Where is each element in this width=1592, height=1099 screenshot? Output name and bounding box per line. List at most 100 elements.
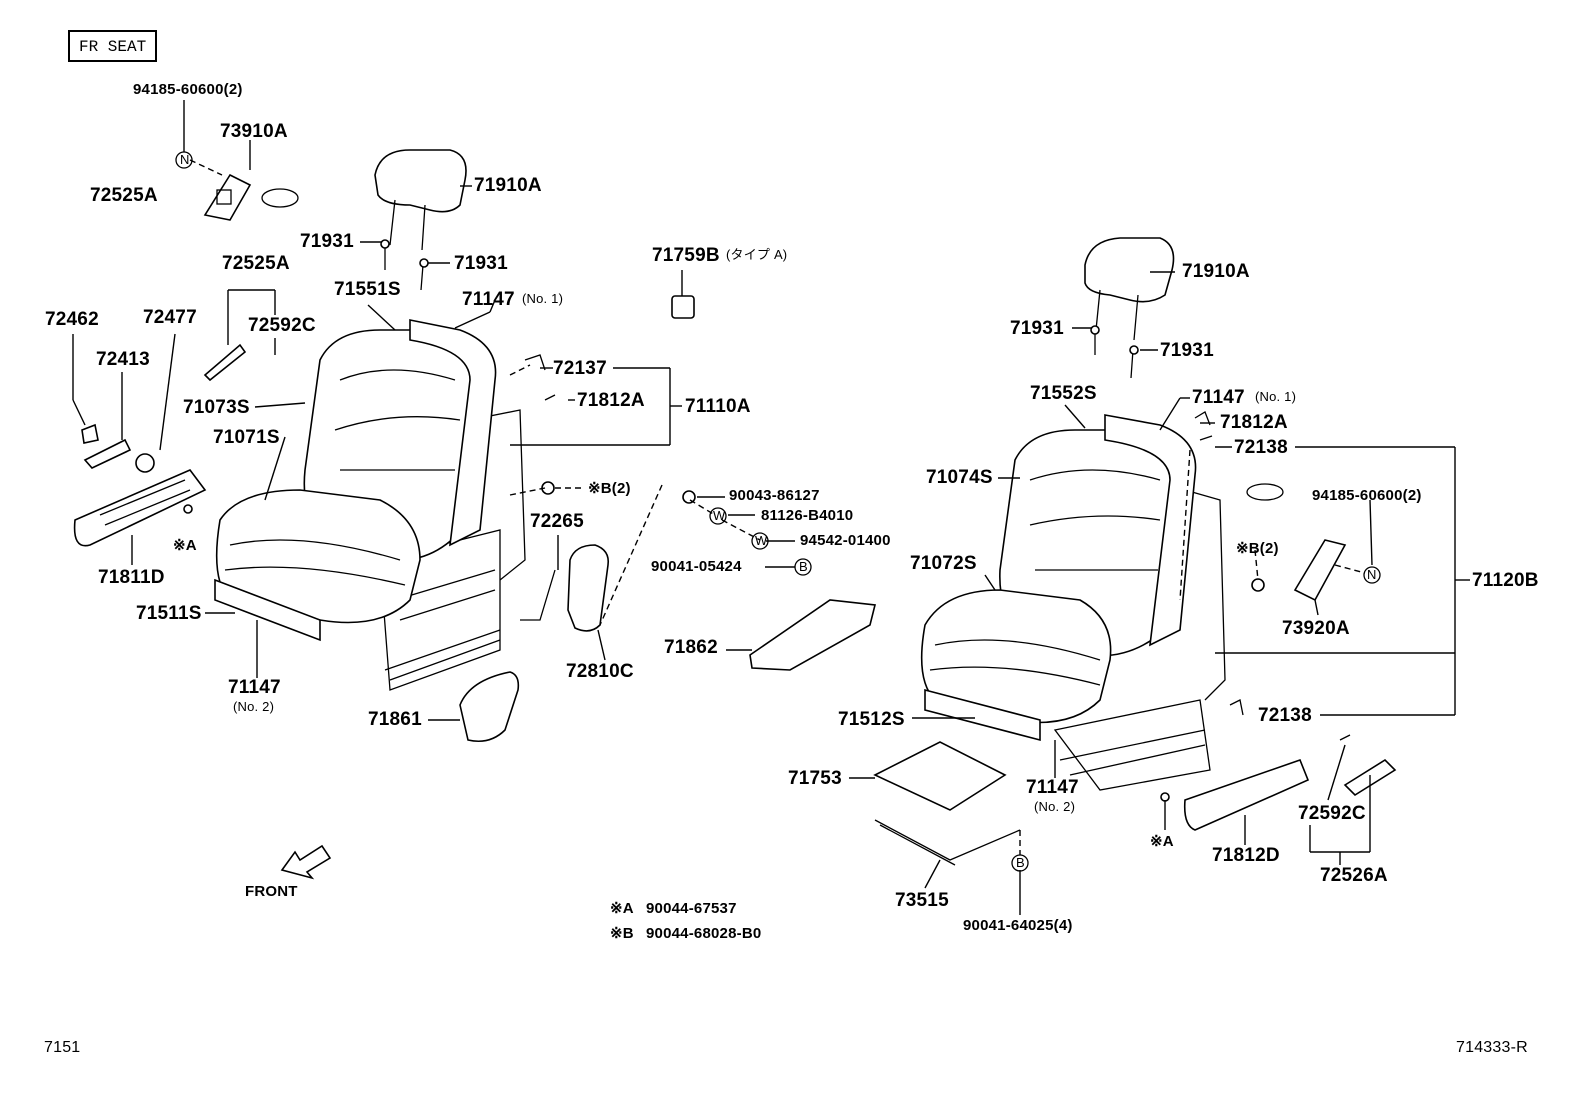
label-left-back-pad: 71551S (334, 279, 401, 300)
left-knob-b-icon (135, 453, 155, 473)
right-cushion-pad (924, 688, 1041, 742)
label-right-screw-b: 90041-64025(4) (963, 917, 1073, 934)
left-side-shield-lines (99, 479, 191, 526)
label-left-button: 71759B (652, 245, 720, 266)
label-right-headrest: 71910A (1182, 261, 1250, 282)
label-right-side-shield: 71812D (1212, 845, 1280, 866)
label-left-cushion-cover: 71071S (213, 427, 280, 448)
note-b-part: 90044-68028-B0 (646, 925, 762, 942)
label-left-button-note: (タイプ A) (726, 247, 788, 262)
label-right-switch-assy: 73920A (1282, 618, 1350, 639)
left-back-frame (469, 409, 526, 581)
label-left-support-a: 71931 (300, 231, 354, 252)
label-left-back-hook: 71812A (577, 390, 645, 411)
right-clip-icons (1194, 411, 1351, 741)
left-symbols (175, 151, 812, 576)
label-left-upper-frame-no: (No. 1) (522, 291, 564, 306)
right-headrest (1084, 237, 1175, 303)
left-switch-cover (203, 173, 252, 221)
left-mark-a-bolt-icon (183, 504, 193, 514)
right-under-tray (873, 741, 1007, 811)
label-left-upper-frame: 71147 (462, 289, 515, 310)
left-cushion-seams (224, 539, 406, 586)
label-right-support-a: 71931 (1010, 318, 1064, 339)
label-left-mark-a: ※A (173, 537, 197, 554)
diagram-title: FR SEAT (79, 38, 147, 56)
label-right-cushion-pad: 71512S (838, 709, 905, 730)
left-back-board (567, 544, 610, 632)
label-right-lower-frame: 71147 (1026, 777, 1079, 798)
left-bolt-icon (682, 490, 696, 504)
left-w-symbol-1: W (713, 508, 726, 523)
label-left-cover-knob-group: 72525A (222, 253, 290, 274)
label-left-inner-shield: 71861 (368, 709, 422, 730)
left-seat-drawing (73, 149, 876, 743)
label-right-back-pad: 71552S (1030, 383, 1097, 404)
right-backrest-seams (1029, 469, 1161, 571)
label-left-lumbar: 72265 (530, 511, 584, 532)
label-right-back-cover: 71074S (926, 467, 993, 488)
right-symbols (1011, 566, 1381, 872)
left-support-b-icon (419, 258, 429, 268)
right-cushion-seams (929, 639, 1101, 686)
left-headrest-stays (389, 199, 426, 251)
label-right-upper-frame: 71147 (1192, 387, 1245, 408)
label-left-washer-2: 94542-01400 (800, 532, 891, 549)
left-headrest (374, 149, 467, 213)
footer-left-code: 7151 (44, 1039, 81, 1056)
right-support-a-icon (1090, 325, 1100, 335)
label-right-knob: 72526A (1320, 865, 1388, 886)
label-left-back-clip: 72137 (553, 358, 607, 379)
label-left-lower-frame: 71147 (228, 677, 281, 698)
label-left-cushion-pad: 71511S (136, 603, 202, 624)
left-lumbar-bracket (520, 569, 556, 621)
label-left-knob-c: 72413 (96, 349, 150, 370)
right-wire (874, 819, 1021, 866)
label-left-bolt-1: 90043-86127 (729, 487, 820, 504)
label-right-wire: 73515 (895, 890, 949, 911)
right-headrest-stays (1095, 289, 1139, 341)
label-left-console: 71862 (664, 637, 718, 658)
right-mark-a-bolt-icon (1160, 792, 1170, 802)
label-left-switch-cover: 72525A (90, 185, 158, 206)
right-seat-drawing (873, 237, 1397, 866)
label-right-clip-lower: 72138 (1258, 705, 1312, 726)
right-side-shield (1183, 758, 1310, 831)
label-left-support-b: 71931 (454, 253, 508, 274)
right-n-symbol: N (1367, 567, 1377, 582)
label-left-frame-assy: 71110A (685, 396, 751, 417)
left-backrest-side (409, 319, 497, 547)
right-back-frame (1184, 489, 1226, 701)
left-harness-icon (261, 188, 299, 208)
left-inner-shield (459, 671, 520, 743)
left-seat-rails (384, 629, 501, 681)
label-right-mark-b: ※B(2) (1236, 540, 1279, 557)
note-a-part: 90044-67537 (646, 900, 737, 917)
left-n-symbol: N (180, 152, 190, 167)
label-left-mark-b: ※B(2) (588, 480, 631, 497)
label-left-side-shield: 71811D (98, 567, 165, 588)
left-button-icon (671, 295, 695, 319)
left-knob-a-icon (81, 423, 99, 444)
footer-right-code: 714333-R (1456, 1039, 1528, 1056)
note-b-mark: ※B (610, 925, 634, 942)
left-b-symbol: B (799, 559, 808, 574)
label-right-mark-a: ※A (1150, 833, 1174, 850)
front-label: FRONT (245, 883, 298, 900)
right-headrest-supports (1094, 330, 1134, 379)
right-cushion (920, 589, 1112, 724)
label-left-switch-assy: 73910A (220, 121, 288, 142)
label-left-lever-clip: 72592C (248, 315, 316, 336)
note-a-mark: ※A (610, 900, 634, 917)
label-right-cushion-cover: 71072S (910, 553, 977, 574)
label-left-headrest: 71910A (474, 175, 542, 196)
label-right-back-hook: 71812A (1220, 412, 1288, 433)
right-support-b-icon (1129, 345, 1139, 355)
left-w-symbol-2: W (755, 533, 768, 548)
label-right-upper-frame-no: (No. 1) (1255, 389, 1297, 404)
diagram-title-box: FR SEAT (68, 30, 157, 62)
right-harness-icon (1246, 483, 1284, 501)
label-left-knob-b: 72477 (143, 307, 197, 328)
right-seat-rails (1059, 729, 1206, 776)
